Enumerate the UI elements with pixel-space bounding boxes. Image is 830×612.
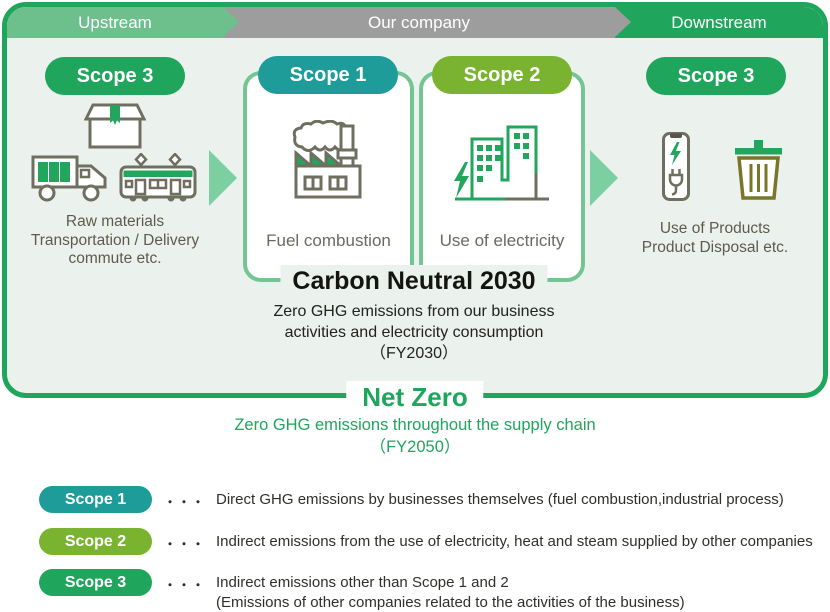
carbon-neutral-subtitle-line: activities and electricity consumption xyxy=(284,324,544,341)
legend-scope1-text: Direct GHG emissions by businesses thems… xyxy=(216,490,784,510)
carbon-neutral-year: （FY2030） xyxy=(369,345,459,362)
carbon-neutral-title: Carbon Neutral 2030 xyxy=(280,265,548,298)
downstream-caption-line: Use of Products xyxy=(659,220,771,237)
scope2-card-label: Use of electricity xyxy=(439,231,565,250)
carbon-neutral-subtitle-line: Zero GHG emissions from our business xyxy=(273,303,555,320)
legend-text-line: Indirect emissions from the use of elect… xyxy=(216,533,813,550)
legend-dots: ・・・ xyxy=(164,537,207,551)
downstream-caption-line: Product Disposal etc. xyxy=(641,238,789,256)
trash-bin-icon xyxy=(735,140,782,200)
chevron-point-icon xyxy=(223,7,239,37)
scope3-downstream-badge: Scope 3 xyxy=(646,57,786,95)
net-zero-subtitle-line: Zero GHG emissions throughout the supply… xyxy=(234,416,596,434)
banner-downstream: Downstream xyxy=(615,7,823,38)
factory-icon xyxy=(292,120,362,199)
train-icon xyxy=(119,153,197,202)
legend-scope2-badge: Scope 2 xyxy=(39,528,152,555)
package-icon xyxy=(84,103,146,149)
scope3-upstream-badge: Scope 3 xyxy=(45,57,185,95)
banner-our-company-label: Our company xyxy=(367,12,471,32)
building-electricity-icon xyxy=(454,125,549,201)
upstream-caption: Raw materials Transportation / Delivery … xyxy=(8,213,222,269)
banner-upstream: Upstream xyxy=(7,7,223,38)
legend-dots: ・・・ xyxy=(164,495,207,509)
legend-scope1-badge: Scope 1 xyxy=(39,486,152,513)
net-zero-title: Net Zero xyxy=(346,381,484,413)
legend-row: Scope 2 ・・・ Indirect emissions from the … xyxy=(39,528,813,555)
legend-text-line: Indirect emissions other than Scope 1 an… xyxy=(216,574,509,591)
legend-text-line: (Emissions of other companies related to… xyxy=(216,593,685,611)
downstream-caption: Use of Products Product Disposal etc. xyxy=(607,220,823,257)
upstream-caption-line: Transportation / Delivery xyxy=(30,231,200,249)
banner-upstream-label: Upstream xyxy=(78,12,152,32)
legend-row: Scope 3 ・・・ Indirect emissions other tha… xyxy=(39,569,685,612)
banner-downstream-label: Downstream xyxy=(671,12,767,32)
legend-scope2-text: Indirect emissions from the use of elect… xyxy=(216,532,813,552)
scope1-badge: Scope 1 xyxy=(258,56,398,94)
flow-arrow-icon xyxy=(209,150,237,206)
legend-text-line: Direct GHG emissions by businesses thems… xyxy=(216,491,784,508)
net-zero-year: （FY2050） xyxy=(369,438,461,456)
net-zero-subtitle: Zero GHG emissions throughout the supply… xyxy=(105,414,725,458)
phone-charging-icon xyxy=(662,132,690,201)
upstream-caption-line: commute etc. xyxy=(68,250,162,267)
truck-icon xyxy=(31,155,107,202)
chevron-point-icon xyxy=(615,7,631,37)
banner-our-company: Our company xyxy=(223,7,615,38)
scope1-card-label: Fuel combustion xyxy=(266,231,391,250)
scope2-badge: Scope 2 xyxy=(432,56,572,94)
legend-scope3-badge: Scope 3 xyxy=(39,569,152,596)
carbon-neutral-subtitle: Zero GHG emissions from our business act… xyxy=(184,301,644,364)
legend-dots: ・・・ xyxy=(164,578,207,592)
legend-row: Scope 1 ・・・ Direct GHG emissions by busi… xyxy=(39,486,784,513)
legend-scope3-text: Indirect emissions other than Scope 1 an… xyxy=(216,573,685,612)
upstream-caption-line: Raw materials xyxy=(65,213,165,230)
flow-arrow-icon xyxy=(590,150,618,206)
